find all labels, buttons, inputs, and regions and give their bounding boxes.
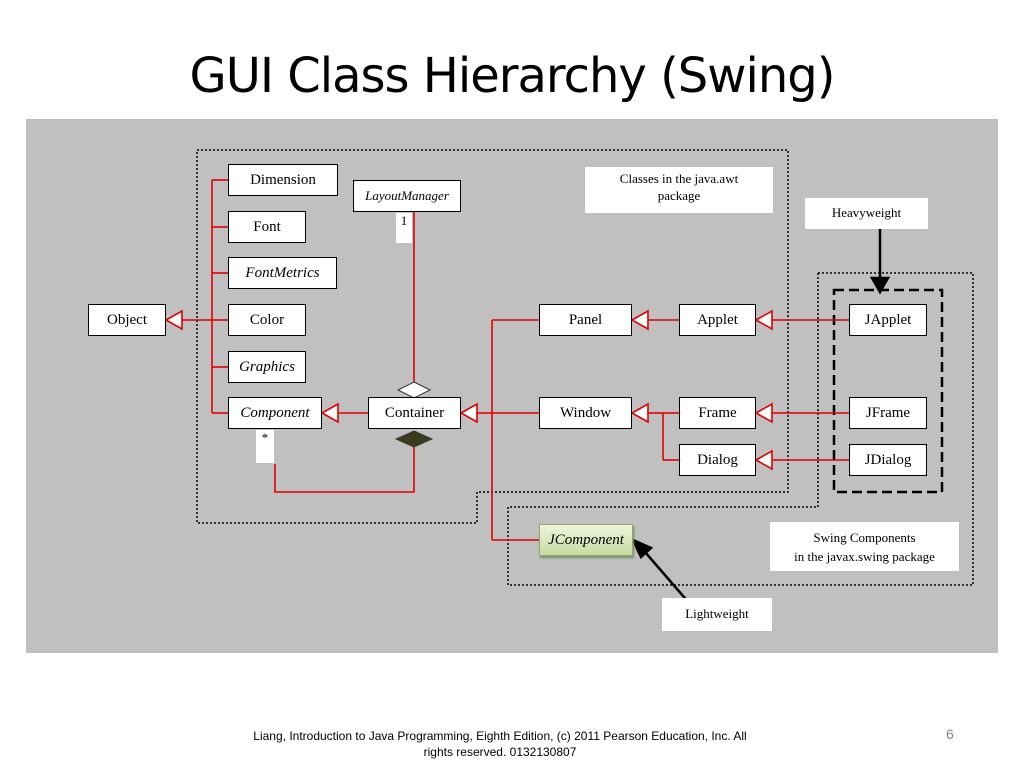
- class-graphics: Graphics: [228, 351, 306, 383]
- class-jcomponent: JComponent: [539, 524, 633, 556]
- class-font: Font: [228, 211, 306, 243]
- frame-inherit-arrow: [754, 402, 773, 424]
- lightweight-pointer-line: [644, 551, 691, 605]
- heavyweight-pointer-head: [869, 276, 891, 295]
- footer-credit: Liang, Introduction to Java Programming,…: [190, 728, 810, 760]
- footer-line1: Liang, Introduction to Java Programming,…: [253, 729, 747, 743]
- class-panel: Panel: [539, 304, 632, 336]
- class-layoutmanager: LayoutManager: [353, 180, 461, 212]
- class-jdialog: JDialog: [849, 444, 927, 476]
- page-number: 6: [946, 726, 954, 742]
- window-inherit-arrow: [630, 402, 649, 424]
- component-composition-link: [274, 447, 415, 493]
- class-fontmetrics: FontMetrics: [228, 257, 337, 289]
- swing-package-border: [507, 272, 974, 586]
- multiplicity-one: 1: [396, 213, 412, 243]
- swing-note-line2: in the javax.swing package: [794, 549, 935, 564]
- awt-package-note: Classes in the java.awt package: [585, 167, 773, 213]
- class-dimension: Dimension: [228, 164, 338, 196]
- applet-inherit-arrow: [754, 309, 773, 331]
- lightweight-pointer-head: [630, 537, 654, 560]
- class-color: Color: [228, 304, 306, 336]
- slide-title: GUI Class Hierarchy (Swing): [189, 48, 836, 104]
- swing-note-line1: Swing Components: [813, 530, 916, 545]
- heavyweight-note: Heavyweight: [805, 198, 928, 229]
- class-jframe: JFrame: [849, 397, 927, 429]
- dialog-inherit-arrow: [754, 449, 773, 471]
- class-frame: Frame: [679, 397, 756, 429]
- class-object: Object: [88, 304, 166, 336]
- panel-inherit-arrow: [630, 309, 649, 331]
- composition-diamond: [394, 430, 434, 448]
- awt-package-border: [196, 149, 789, 524]
- class-container: Container: [368, 397, 461, 429]
- awt-note-line2: package: [657, 188, 701, 203]
- footer-line2: rights reserved. 0132130807: [423, 745, 577, 759]
- class-japplet: JApplet: [849, 304, 927, 336]
- object-inherit-arrow: [164, 309, 183, 331]
- component-inherit-arrow: [320, 402, 339, 424]
- class-component: Component: [228, 397, 322, 429]
- lightweight-note: Lightweight: [662, 598, 772, 631]
- container-inherit-arrow: [459, 402, 478, 424]
- class-dialog: Dialog: [679, 444, 756, 476]
- aggregation-diamond: [396, 381, 432, 399]
- class-applet: Applet: [679, 304, 756, 336]
- awt-note-line1: Classes in the java.awt: [619, 171, 739, 186]
- swing-package-note: Swing Components in the javax.swing pack…: [770, 522, 959, 571]
- class-window: Window: [539, 397, 632, 429]
- heavyweight-group-border: [832, 288, 944, 494]
- multiplicity-many: *: [256, 430, 274, 463]
